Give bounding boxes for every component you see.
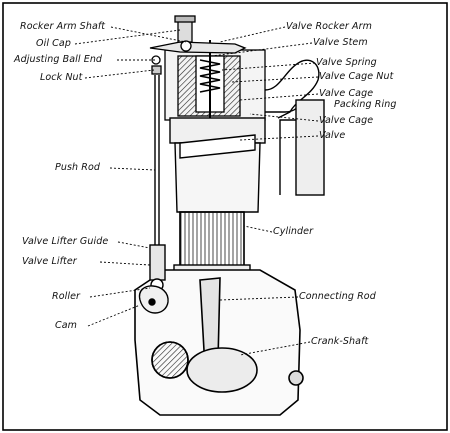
- label-valve-cage-packing-ring-line2: Packing Ring: [334, 99, 397, 110]
- label-push-rod: Push Rod: [55, 162, 100, 173]
- label-valve-lifter: Valve Lifter: [22, 256, 77, 267]
- valve-head-assembly: [149, 15, 266, 125]
- label-lock-nut: Lock Nut: [40, 72, 83, 83]
- label-crank-shaft: Crank-Shaft: [311, 336, 369, 347]
- label-oil-cap: Oil Cap: [36, 38, 71, 49]
- label-valve-lifter-guide: Valve Lifter Guide: [22, 236, 109, 247]
- label-cam: Cam: [55, 320, 78, 331]
- exhaust-manifold: [264, 59, 325, 196]
- label-valve-rocker-arm: Valve Rocker Arm: [286, 21, 373, 32]
- label-valve-spring: Valve Spring: [316, 57, 377, 68]
- cylinder: [169, 117, 266, 276]
- label-valve-cage: Valve Cage: [319, 115, 374, 126]
- crankcase: [134, 269, 304, 416]
- label-valve-cage-packing-ring-line1: Valve Cage: [319, 88, 374, 99]
- push-rod-assembly: [139, 75, 169, 314]
- label-rocker-arm-shaft: Rocker Arm Shaft: [20, 21, 106, 32]
- label-roller: Roller: [52, 291, 81, 302]
- label-valve-cage-nut: Valve Cage Nut: [319, 71, 394, 82]
- label-cylinder: Cylinder: [273, 226, 314, 237]
- label-connecting-rod: Connecting Rod: [299, 291, 376, 302]
- label-valve-stem: Valve Stem: [313, 37, 368, 48]
- label-valve: Valve: [319, 130, 346, 141]
- label-adjusting-ball-end: Adjusting Ball End: [14, 54, 103, 65]
- leader-lines: [74, 26, 319, 356]
